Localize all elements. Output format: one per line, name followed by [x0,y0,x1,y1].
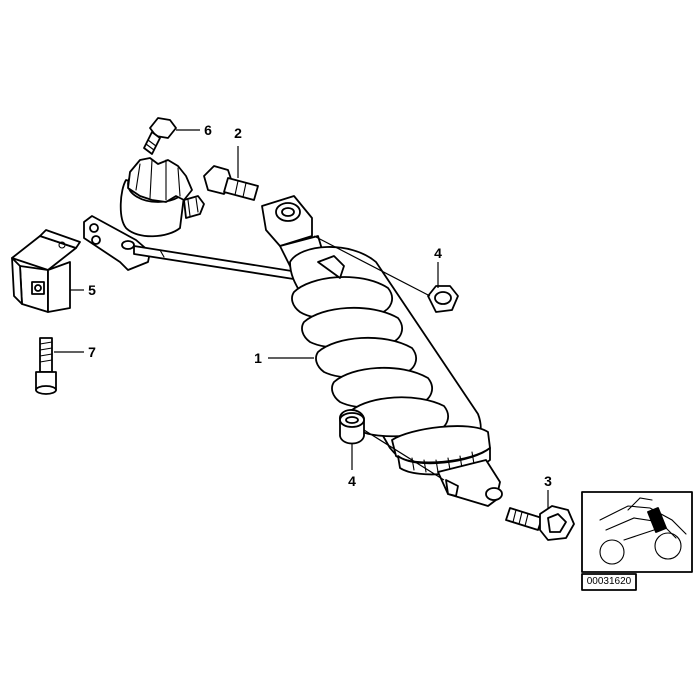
part-3-lower-bolt [505,490,575,541]
part-6-hex-bolt [143,117,200,155]
callout-2: 2 [234,125,242,141]
motorcycle-locator-inset [581,491,693,591]
callout-4-upper: 4 [434,245,442,261]
callout-5: 5 [88,282,96,298]
callout-4-lower: 4 [348,473,356,489]
callout-labels: 1 2 3 4 4 5 6 7 [88,122,552,489]
part-5-bracket [11,229,84,313]
callout-1: 1 [254,350,262,366]
callout-3: 3 [544,473,552,489]
callout-6: 6 [204,122,212,138]
part-2-bolt [203,146,259,201]
reference-code: 00031620 [586,576,632,587]
part-4-upper-nut [313,235,459,313]
part-1-shock-absorber [261,195,503,507]
part-7-socket-screw [35,337,84,395]
callout-7: 7 [88,344,96,360]
part-4-lower-spacer [339,409,445,481]
